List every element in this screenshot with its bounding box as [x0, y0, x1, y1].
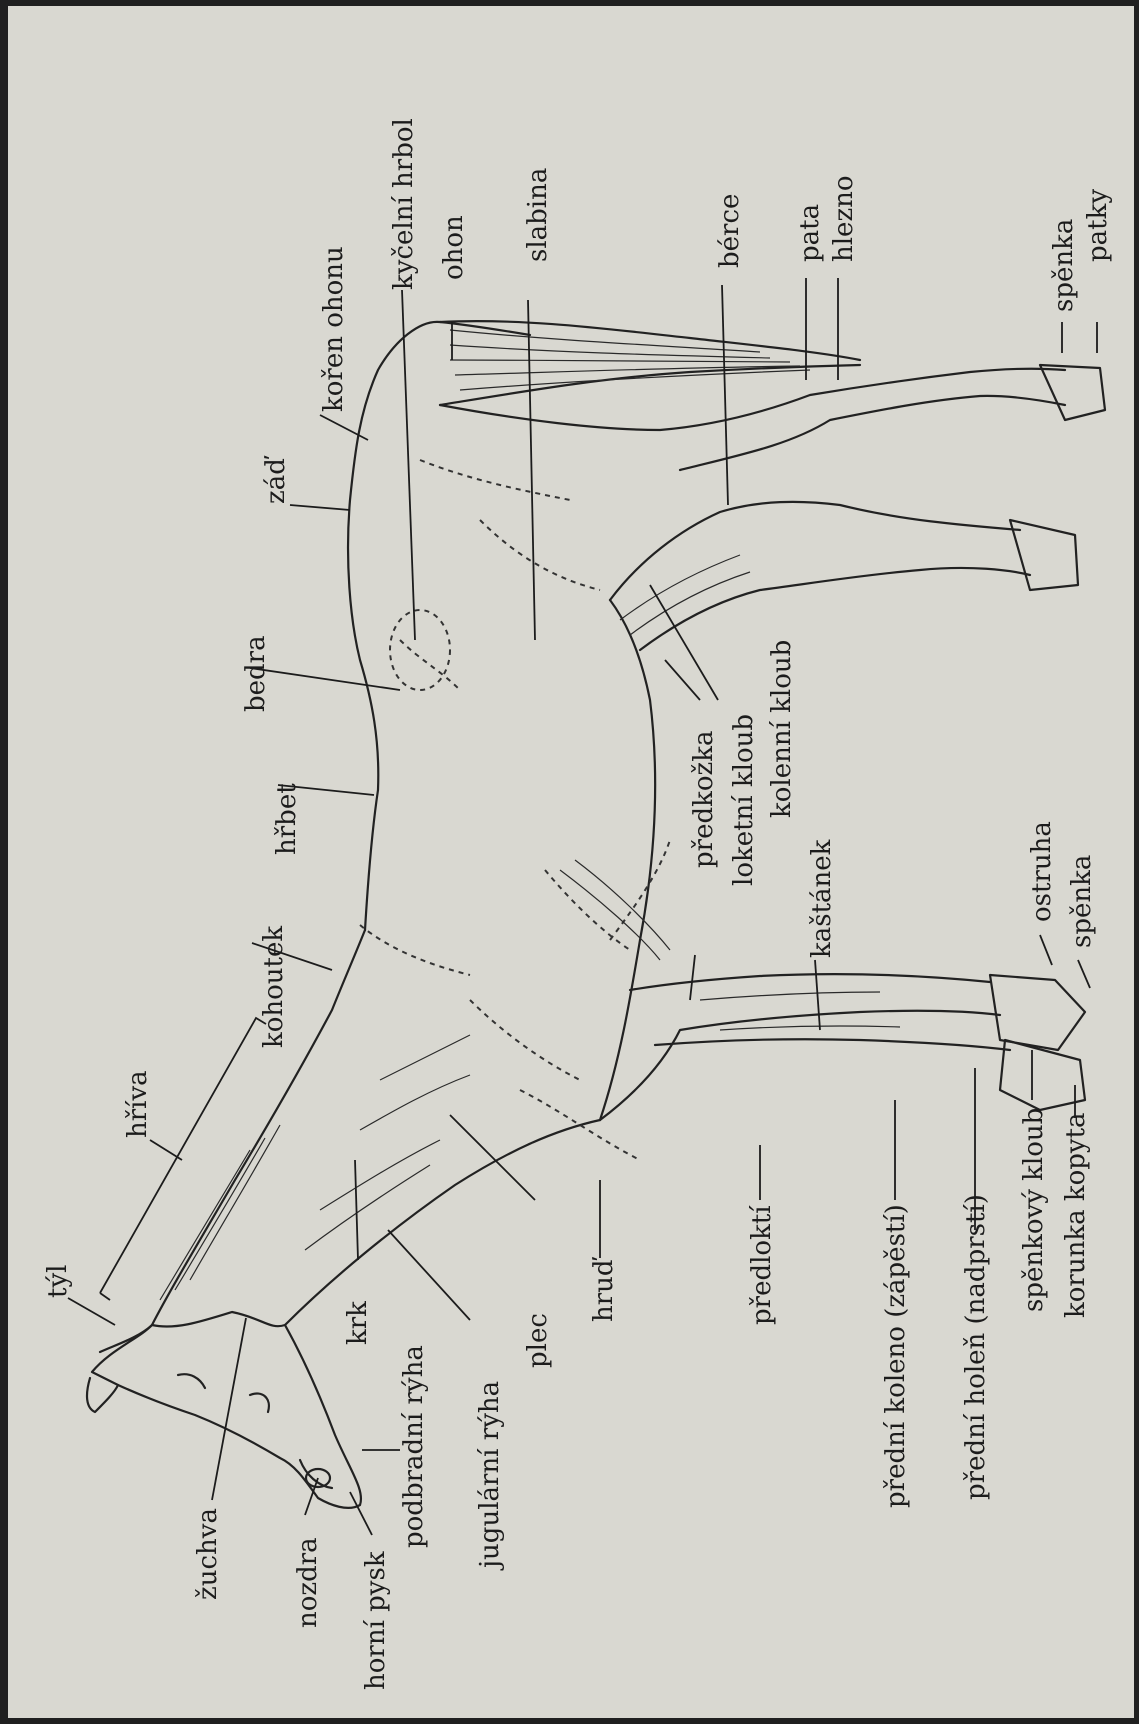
label-krk: krk — [343, 1301, 373, 1345]
label-slabina: slabina — [523, 168, 553, 262]
label-ohon: ohon — [439, 215, 469, 280]
label-plec: plec — [523, 1313, 553, 1368]
label-kohoutek: kohoutek — [259, 926, 289, 1048]
label-hlezno: hlezno — [829, 175, 859, 262]
label-loketni-kloub: loketní kloub — [729, 714, 759, 886]
label-predlokti: předloktí — [747, 1205, 777, 1325]
label-patky: patky — [1083, 189, 1113, 262]
label-bedra: bedra — [241, 635, 271, 712]
label-nozdra: nozdra — [293, 1537, 323, 1628]
label-kycelni-hrbol: kyčelní hrbol — [389, 118, 419, 290]
label-predni-holen: přední holeň (nadprstí) — [961, 1194, 991, 1500]
label-horni-pysk: horní pysk — [361, 1551, 391, 1690]
label-tyl: týl — [43, 1265, 73, 1298]
label-podbradni-ryha: podbradní rýha — [399, 1345, 429, 1548]
leader-lines — [68, 278, 1097, 1535]
labels: týl hříva kohoutek hřbet bedra záď kořen… — [43, 118, 1113, 1690]
label-hriva: hříva — [123, 1070, 153, 1138]
label-zuchva: žuchva — [193, 1508, 223, 1600]
horse-outline — [87, 321, 1105, 1508]
label-predkozka: předkožka — [689, 731, 719, 868]
label-kastanek: kaštánek — [807, 839, 837, 958]
label-koren-ohonu: kořen ohonu — [319, 246, 349, 412]
label-berce: bérce — [715, 194, 745, 268]
label-jugularni-ryha: jugulární rýha — [475, 1381, 505, 1571]
label-hrbet: hřbet — [272, 783, 302, 855]
label-korunka-kopyta: korunka kopyta — [1061, 1112, 1091, 1318]
label-spenka-hind: spěnka — [1049, 219, 1079, 312]
label-predni-koleno: přední koleno (zápěstí) — [881, 1204, 911, 1508]
label-pata: pata — [795, 204, 825, 262]
label-ostruha: ostruha — [1027, 821, 1057, 922]
label-zad: záď — [261, 455, 291, 504]
label-spenka-front: spěnka — [1067, 855, 1097, 948]
label-spenkovy-kloub: spěnkový kloub — [1019, 1108, 1049, 1312]
label-kolenni-kloub: kolenní kloub — [767, 640, 797, 818]
label-hrud: hruď — [589, 1256, 619, 1322]
